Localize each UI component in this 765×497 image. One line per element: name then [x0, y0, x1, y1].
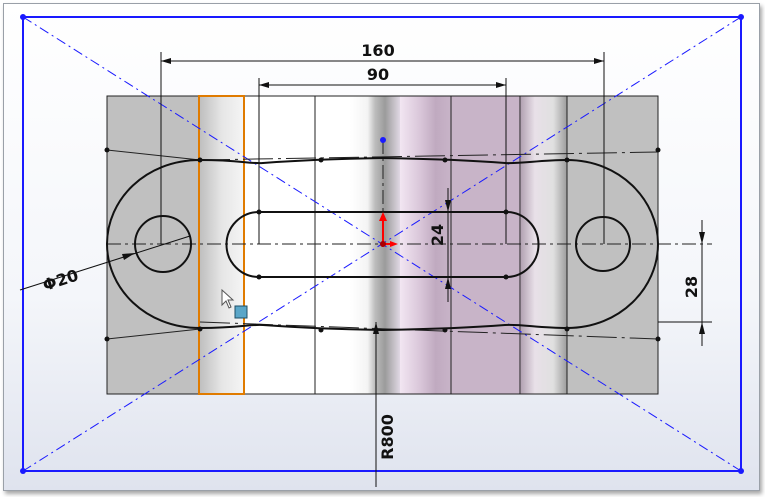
mouse-cursor-icon: [221, 288, 235, 309]
dimension-diameter-20[interactable]: Φ 20: [40, 266, 80, 295]
dimension-28[interactable]: 28: [682, 276, 701, 298]
dimension-arrows: [122, 58, 705, 334]
diameter-symbol: Φ: [40, 273, 59, 295]
sketch-points[interactable]: [104, 147, 661, 342]
dimension-90[interactable]: 90: [367, 65, 389, 84]
diameter-value: 20: [54, 266, 81, 291]
dimension-160[interactable]: 160: [361, 41, 394, 60]
origin-icon: [379, 212, 398, 247]
selected-face-edge[interactable]: [198, 95, 245, 395]
construction-point[interactable]: [380, 137, 386, 143]
sketch-entity-cursor-icon: [234, 305, 248, 319]
dimension-r800[interactable]: R800: [378, 414, 397, 460]
part-body: [106, 95, 659, 395]
dimension-24[interactable]: 24: [428, 224, 447, 246]
